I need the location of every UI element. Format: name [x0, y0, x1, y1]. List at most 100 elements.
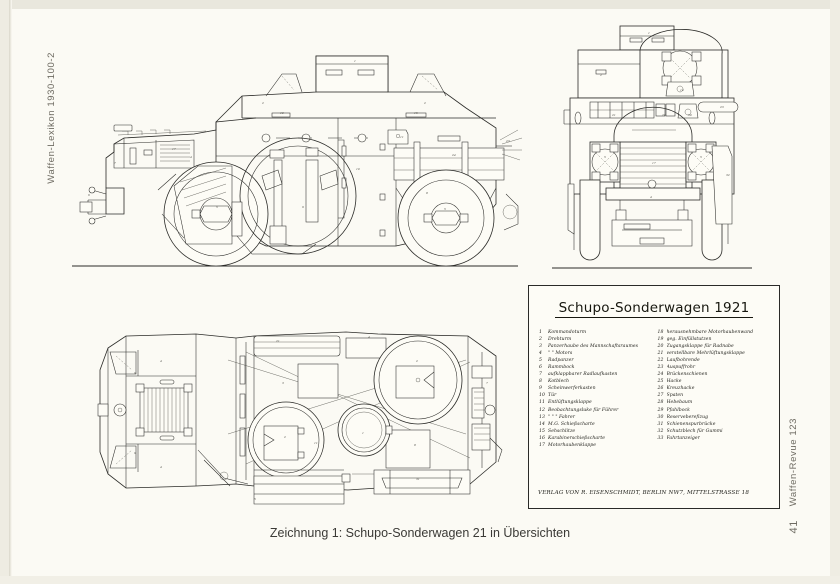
svg-text:4: 4 — [159, 359, 162, 363]
svg-text:17: 17 — [172, 147, 176, 151]
legend-item-number: 27 — [657, 393, 664, 399]
svg-text:5: 5 — [254, 497, 256, 501]
legend-item-number: 25 — [657, 379, 664, 385]
svg-text:2: 2 — [261, 101, 264, 105]
legend-item-number: 24 — [657, 372, 664, 378]
legend-item-label: Kommandoturm — [548, 330, 587, 335]
legend-item-label: Hebebaum — [666, 400, 693, 406]
margin-text-left: Waffen-Lexikon 1930-100-2 — [46, 52, 57, 184]
legend-item-label: Drehturm — [548, 337, 572, 343]
legend-item-number: 1 — [539, 330, 542, 335]
legend-item: 13" " " Fahrer — [539, 414, 653, 421]
svg-text:14: 14 — [680, 88, 684, 92]
legend-item-label: geg. Einfüllstutzen — [666, 337, 712, 343]
legend-item-label: M.G. Schießscharte — [548, 421, 595, 427]
drawing-side-view: 1 2 2 4 5 5 6 7 8 9 10 11 12 15 17 23 24 — [72, 55, 523, 267]
svg-text:2: 2 — [415, 359, 418, 363]
svg-text:32: 32 — [726, 173, 730, 177]
scan-gutter-shadow — [9, 0, 12, 584]
legend-item-label: " " " Fahrer — [548, 414, 576, 420]
legend-item-number: 31 — [657, 421, 664, 427]
legend-item-label: Spaten — [666, 393, 684, 399]
drawing-rear-view: 1 2 14 21 20 30 23 17 5 5 32 4 — [552, 25, 752, 269]
scan-edge-right — [830, 0, 840, 584]
svg-text:2: 2 — [283, 435, 286, 439]
svg-text:30: 30 — [688, 113, 692, 117]
legend-title-text: Schupo-Sonderwagen 1921 — [554, 300, 754, 318]
legend-item-number: 2 — [539, 337, 542, 343]
legend-item-number: 14 — [539, 421, 545, 427]
svg-text:5: 5 — [604, 155, 606, 159]
svg-text:1: 1 — [354, 59, 356, 63]
legend-item-label: Scheinwerferkasten — [548, 386, 596, 392]
legend-item: 1 Kommandoturm — [539, 329, 653, 336]
legend-item-label: Kreuzhacke — [666, 386, 695, 392]
drawing-plan-view: 4 4 3 2 2 1 8 9 9 21 11 4 5 31 7 — [97, 331, 503, 505]
legend-item-label: Sehschlitze — [548, 428, 576, 434]
legend-item-number: 12 — [539, 407, 545, 413]
legend-title: Schupo-Sonderwagen 1921 — [529, 300, 779, 318]
legend-item-label: Motorhaubenklappe — [548, 442, 596, 448]
svg-text:20: 20 — [661, 113, 666, 117]
figure-caption: Zeichnung 1: Schupo-Sonderwagen 21 in Üb… — [269, 526, 571, 540]
svg-text:17: 17 — [652, 161, 656, 165]
scan-edge-top — [0, 0, 840, 9]
legend-item-label: Rammbock — [548, 365, 575, 371]
legend-item-label: Laufbohrende — [666, 358, 700, 364]
svg-text:10: 10 — [356, 167, 360, 171]
svg-text:9: 9 — [302, 205, 304, 209]
scan-edge-bottom — [0, 576, 840, 584]
svg-text:3: 3 — [282, 381, 284, 385]
legend-item-number: 5 — [539, 358, 542, 364]
svg-text:21: 21 — [611, 113, 616, 117]
svg-text:7: 7 — [114, 161, 116, 165]
svg-text:12: 12 — [280, 111, 284, 115]
legend-item-number: 3 — [539, 344, 542, 350]
margin-text-right: Waffen-Revue 123 — [788, 418, 799, 507]
legend-item-number: 7 — [539, 372, 542, 378]
legend-item-number: 6 — [539, 365, 542, 371]
legend-item-number: 15 — [539, 428, 545, 434]
legend-item-label: " " Motors — [548, 351, 573, 357]
legend-item-label: Schienenspurbrücke — [666, 421, 716, 427]
legend-item-label: Entlüftungsklappe — [548, 400, 592, 406]
svg-text:5: 5 — [444, 207, 446, 211]
legend-item-label: Pfahlbock — [666, 407, 690, 413]
svg-text:4: 4 — [159, 465, 162, 469]
legend-item-number: 19 — [657, 337, 664, 343]
legend-item-label: Fahrtanzeiger — [666, 435, 700, 441]
svg-text:8: 8 — [414, 443, 416, 447]
svg-text:24: 24 — [451, 153, 456, 157]
legend-item-label: Kotblech — [548, 379, 569, 385]
svg-text:21: 21 — [275, 339, 280, 343]
legend-item-number: 11 — [539, 400, 545, 406]
svg-text:23: 23 — [505, 139, 510, 143]
legend-item-label: herausnehmbare Motorhaubenwand — [666, 330, 754, 335]
svg-text:5: 5 — [700, 155, 702, 159]
legend-item-label: Auspuffrohr — [666, 365, 696, 371]
legend-item-number: 4 — [539, 351, 542, 357]
legend-item-label: Schutzblech für Gummi — [666, 428, 723, 434]
